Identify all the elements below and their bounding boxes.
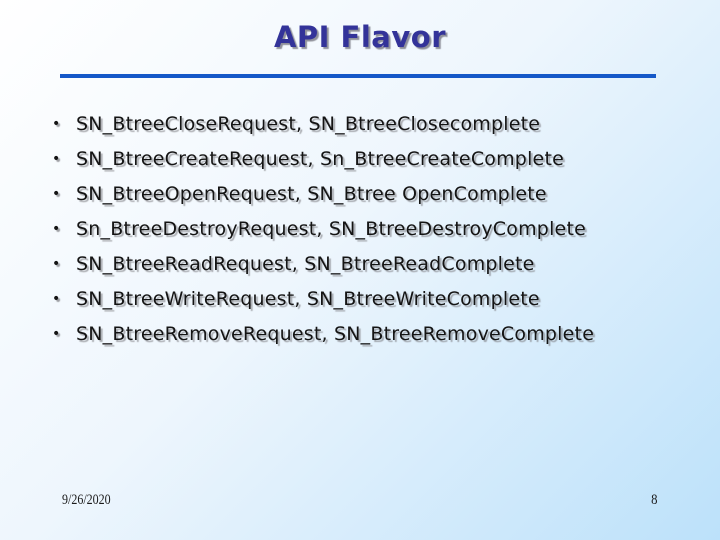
bullet-dot-icon: •	[52, 220, 61, 237]
bullet-dot-icon: •	[52, 115, 61, 132]
bullet-dot-icon: •	[52, 255, 61, 272]
footer-date: 9/26/2020	[62, 492, 111, 508]
bullet-text: SN_BtreeRemoveRequest, SN_BtreeRemoveCom…	[76, 322, 595, 345]
bullet-dot-icon: •	[52, 150, 61, 167]
title-divider	[60, 74, 656, 78]
bullet-text: SN_BtreeOpenRequest, SN_Btree OpenComple…	[76, 182, 547, 205]
bullet-dot-icon: •	[52, 290, 61, 307]
bullet-item: • SN_BtreeOpenRequest, SN_Btree OpenComp…	[0, 176, 594, 211]
bullet-text: SN_BtreeReadRequest, SN_BtreeReadComplet…	[76, 252, 535, 275]
bullet-list: • SN_BtreeCloseRequest, SN_BtreeClosecom…	[0, 106, 594, 351]
bullet-text: Sn_BtreeDestroyRequest, SN_BtreeDestroyC…	[76, 217, 586, 240]
bullet-item: • SN_BtreeCreateRequest, Sn_BtreeCreateC…	[0, 141, 594, 176]
bullet-dot-icon: •	[52, 325, 61, 342]
slide-title: API Flavor	[273, 20, 447, 54]
bullet-text: SN_BtreeWriteRequest, SN_BtreeWriteCompl…	[76, 287, 540, 310]
bullet-item: • SN_BtreeRemoveRequest, SN_BtreeRemoveC…	[0, 316, 594, 351]
bullet-item: • Sn_BtreeDestroyRequest, SN_BtreeDestro…	[0, 211, 594, 246]
bullet-text: SN_BtreeCloseRequest, SN_BtreeClosecompl…	[76, 112, 541, 135]
bullet-text: SN_BtreeCreateRequest, Sn_BtreeCreateCom…	[76, 147, 564, 170]
bullet-item: • SN_BtreeReadRequest, SN_BtreeReadCompl…	[0, 246, 594, 281]
bullet-item: • SN_BtreeCloseRequest, SN_BtreeClosecom…	[0, 106, 594, 141]
page-number: 8	[650, 492, 657, 508]
bullet-item: • SN_BtreeWriteRequest, SN_BtreeWriteCom…	[0, 281, 594, 316]
bullet-dot-icon: •	[52, 185, 61, 202]
